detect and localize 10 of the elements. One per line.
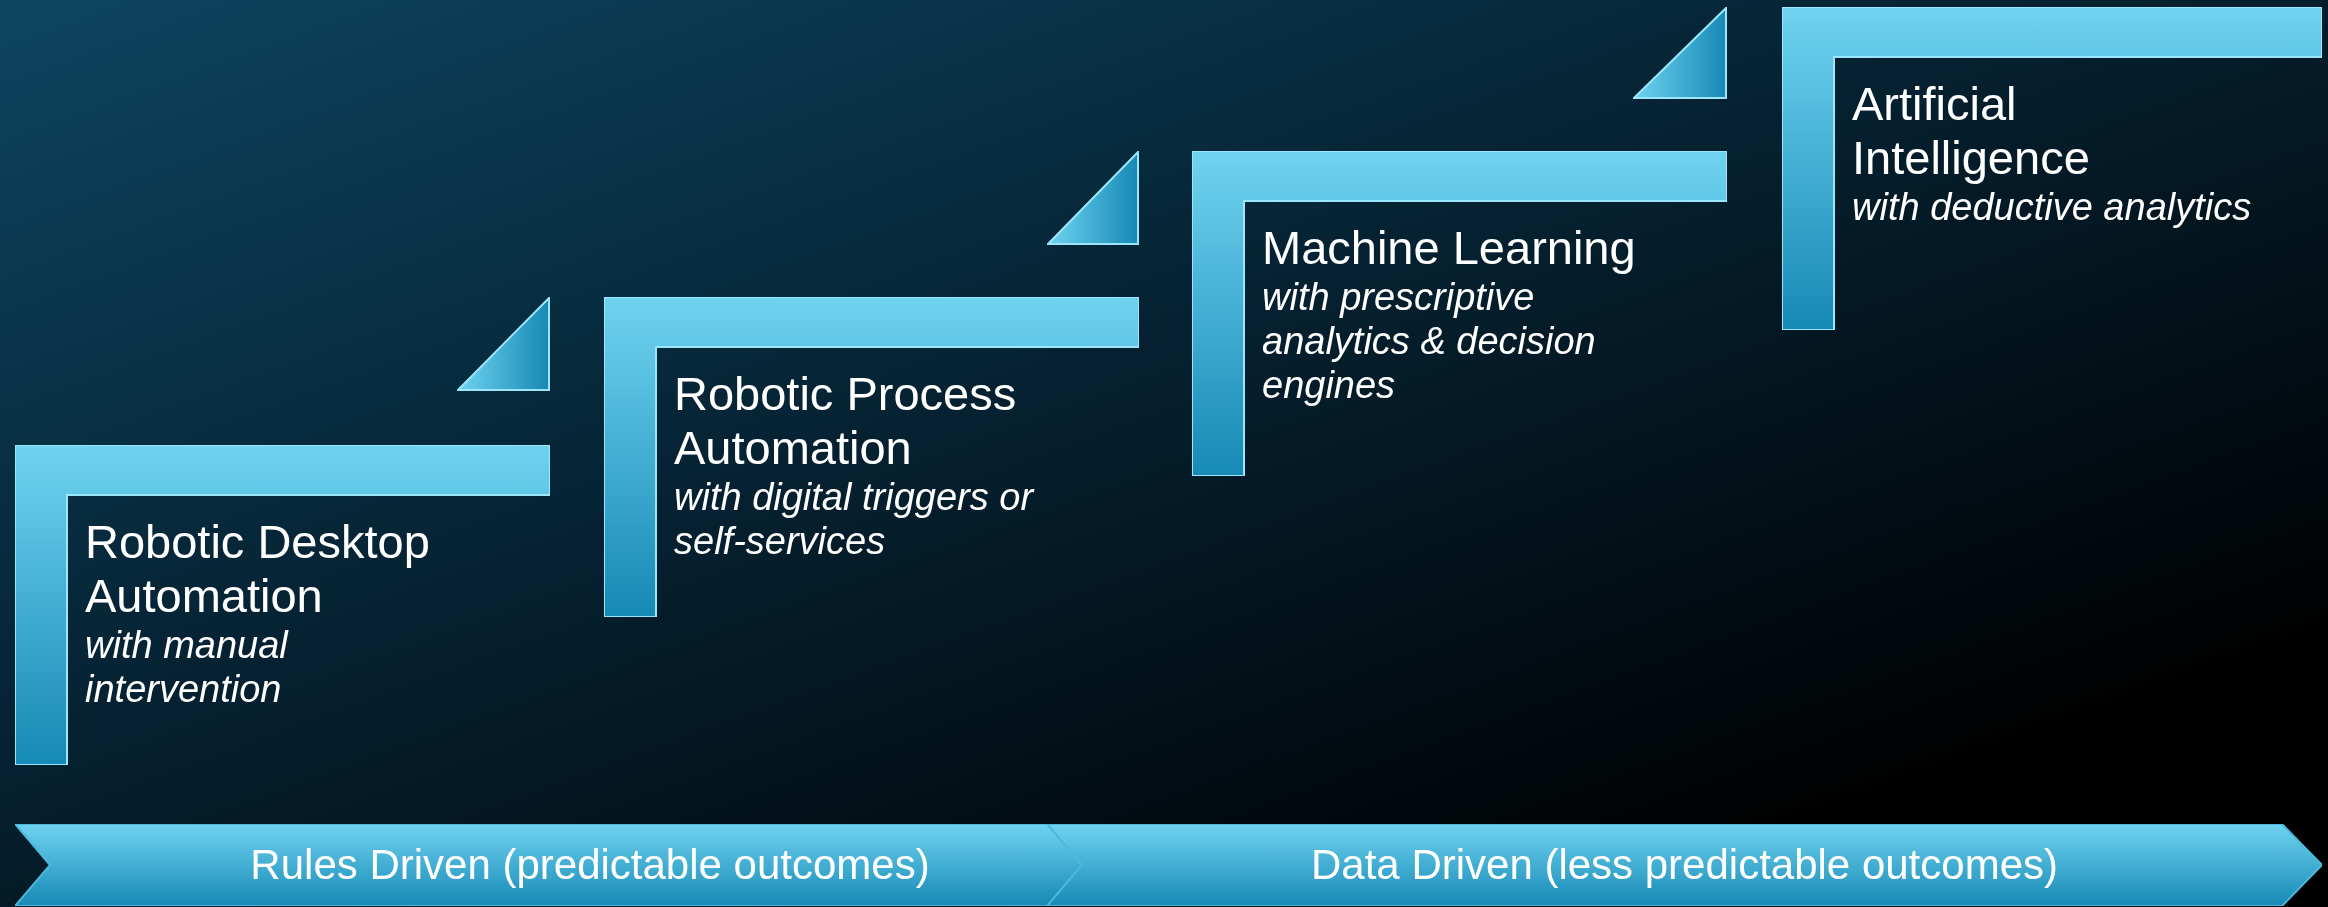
chevron-label: Rules Driven (predictable outcomes) — [250, 841, 930, 889]
step-subtitle: with prescriptive analytics & decision engines — [1262, 275, 1597, 407]
step-subtitle: with manual intervention — [85, 623, 290, 711]
step-subtitle: with deductive analytics — [1852, 185, 2253, 229]
step-title: Artificial Intelligence — [1852, 77, 2091, 185]
step-title: Robotic Process Automation — [674, 367, 1018, 475]
chevron-label: Data Driven (less predictable outcomes) — [1311, 841, 2058, 889]
step-subtitle: with digital triggers or self-services — [674, 475, 1036, 563]
step-title: Robotic Desktop Automation — [85, 515, 431, 623]
step-title: Machine Learning — [1262, 221, 1637, 275]
